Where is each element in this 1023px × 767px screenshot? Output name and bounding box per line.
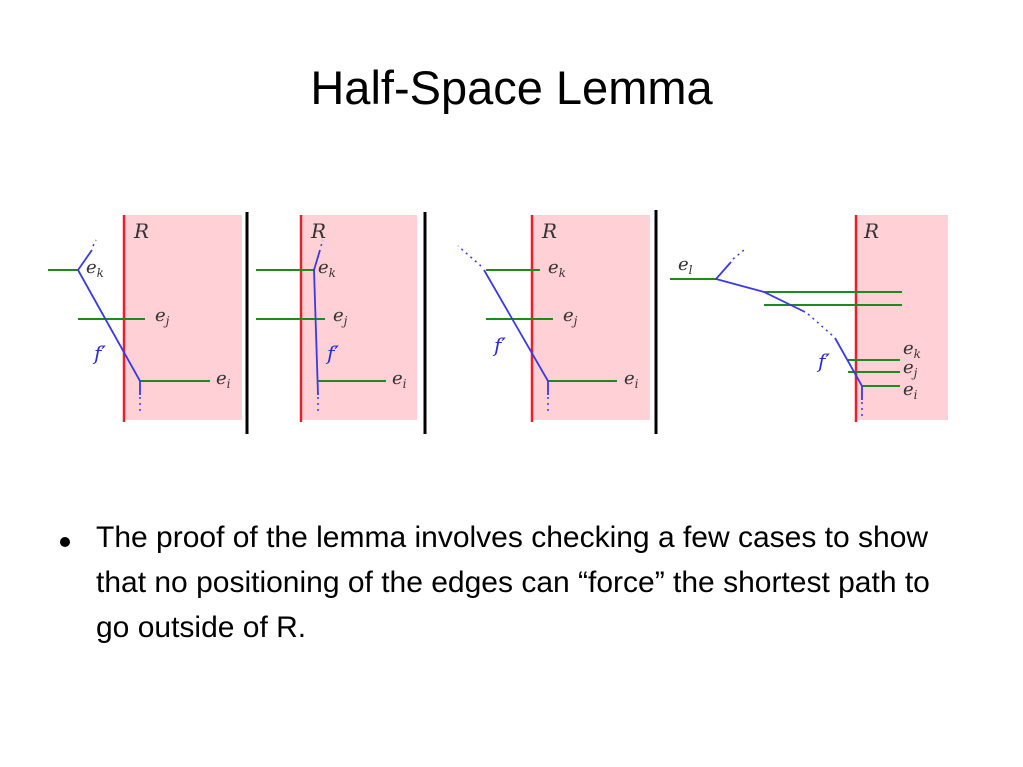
edge-label-ek: ek (86, 257, 104, 280)
case-panel-1: R ek ej ei f′ (48, 215, 242, 422)
shortest-path (76, 249, 141, 395)
edge-label-ei: ei (216, 368, 231, 391)
path-label-f: f′ (325, 341, 339, 365)
bullet-text: The proof of the lemma involves checking… (96, 521, 930, 644)
edge-label-ei: ei (903, 379, 918, 402)
region-label: R (310, 219, 326, 243)
slide-title: Half-Space Lemma (310, 61, 713, 114)
shortest-path (483, 269, 549, 395)
edge-label-ek: ek (548, 257, 566, 280)
edge-label-ej: ej (333, 305, 348, 328)
path-label-f: f′ (816, 349, 830, 373)
edge-label-ej: ej (563, 305, 578, 328)
edge-label-ej: ej (155, 305, 170, 328)
bullet-dot-icon (60, 537, 70, 547)
path-continuation (807, 313, 834, 337)
region-r-fill (856, 215, 948, 420)
path-label-f: f′ (492, 333, 506, 357)
path-label-f: f′ (92, 341, 106, 365)
case-panel-3: R ek ej ei f′ (457, 215, 650, 422)
edge-label-ek: ek (903, 338, 921, 361)
case-panel-2: R ek ej ei f′ (256, 215, 417, 422)
region-r-fill (124, 215, 242, 420)
case-panel-4: R el ek ej ei f′ (670, 215, 948, 422)
path-continuation (92, 239, 97, 247)
shortest-path (313, 249, 321, 396)
region-r-fill (532, 215, 650, 420)
path-continuation (732, 249, 745, 260)
edge-label-el: el (678, 254, 693, 277)
shortest-path (834, 337, 863, 400)
region-label: R (863, 219, 879, 243)
edge-label-ei: ei (392, 368, 407, 391)
edge-label-ek: ek (318, 257, 336, 280)
path-continuation (320, 239, 324, 247)
shortest-path (714, 261, 806, 313)
path-continuation (457, 245, 482, 267)
region-label: R (541, 219, 557, 243)
region-label: R (133, 219, 149, 243)
region-r-fill (301, 215, 417, 420)
edge-label-ej: ej (903, 357, 918, 380)
edge-label-ei: ei (624, 368, 639, 391)
